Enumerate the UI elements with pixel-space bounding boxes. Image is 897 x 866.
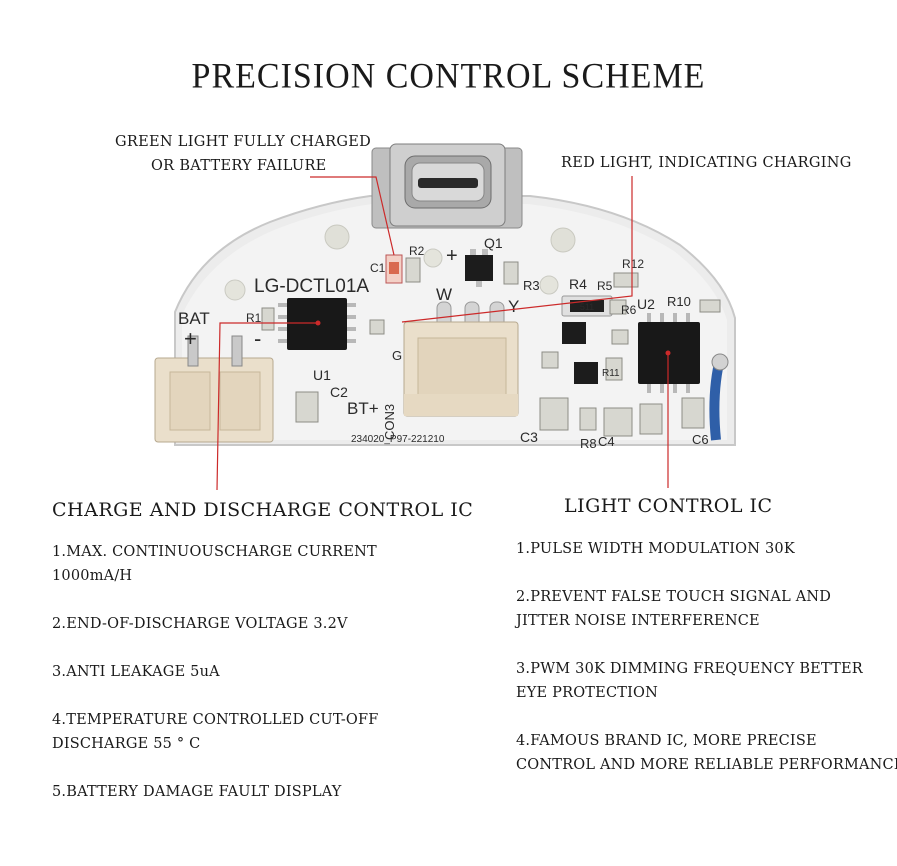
mount-pad [550, 227, 576, 253]
charge-ic-item: 5.BATTERY DAMAGE FAULT DISPLAY [52, 780, 452, 804]
charge-ic-item: 3.ANTI LEAKAGE 5uA [52, 660, 452, 684]
leader-red [401, 176, 633, 323]
u2-label: U2 [637, 296, 655, 312]
r4-label: R4 [569, 276, 587, 292]
resistor-code: 511 [580, 302, 594, 312]
transistor [562, 322, 586, 344]
q1-label: Q1 [484, 235, 503, 251]
con3-label: CON3 [382, 404, 397, 440]
r1-label: R1 [246, 311, 262, 325]
charge-ic-item: 2.END-OF-DISCHARGE VOLTAGE 3.2V [52, 612, 452, 636]
r11-label: R11 [602, 368, 620, 379]
charge-ic-item: 4.TEMPERATURE CONTROLLED CUT-OFF DISCHAR… [52, 708, 452, 756]
item-line: EYE PROTECTION [516, 685, 659, 701]
c3-label: C3 [520, 429, 538, 445]
c1-label: C1 [370, 261, 386, 275]
item-line: 5.BATTERY DAMAGE FAULT DISPLAY [52, 784, 342, 800]
light-ic-heading: LIGHT CONTROL IC [564, 495, 773, 517]
w-label: W [436, 285, 452, 304]
leader-green [310, 176, 395, 256]
item-line: JITTER NOISE INTERFERENCE [516, 613, 760, 629]
r10-label: R10 [667, 294, 691, 309]
r6-label: R6 [621, 303, 637, 317]
battery-connector [154, 335, 274, 443]
mount-pad [224, 279, 246, 301]
mount-pad [539, 275, 559, 295]
light-ic-item: 4.FAMOUS BRAND IC, MORE PRECISE CONTROL … [516, 729, 897, 777]
bat-plus-label: + [184, 326, 197, 351]
item-line: 1.PULSE WIDTH MODULATION 30K [516, 541, 795, 557]
item-line: 2.PREVENT FALSE TOUCH SIGNAL AND [516, 589, 832, 605]
light-ic-list: 1.PULSE WIDTH MODULATION 30K 2.PREVENT F… [516, 537, 897, 777]
light-connector [403, 321, 519, 417]
bt-plus-label: BT+ [347, 399, 379, 418]
wire [709, 367, 723, 441]
y-label: Y [508, 297, 519, 316]
page-title: PRECISION CONTROL SCHEME [191, 57, 706, 96]
c6-label: C6 [692, 432, 709, 447]
u1-label: U1 [313, 367, 331, 383]
usb-c-connector [371, 143, 523, 229]
transistor [574, 362, 598, 384]
item-line: CONTROL AND MORE RELIABLE PERFORMANCE [516, 757, 897, 773]
r12-label: R12 [622, 257, 644, 271]
item-line: 4.FAMOUS BRAND IC, MORE PRECISE [516, 733, 817, 749]
transistor-q1 [465, 255, 493, 281]
board-model-label: LG-DCTL01A [254, 276, 369, 297]
mount-pad [324, 224, 350, 250]
pcb-board-illustration: 511 [154, 143, 736, 491]
plus-label: + [446, 245, 458, 267]
leader-charge-ic [216, 322, 318, 491]
red-light-callout: RED LIGHT, INDICATING CHARGING [561, 155, 852, 171]
r8-label: R8 [580, 436, 597, 451]
bat-minus-label: - [254, 326, 261, 351]
item-line: DISCHARGE 55 ° C [52, 736, 201, 752]
bat-label: BAT [178, 309, 210, 328]
item-line: 3.ANTI LEAKAGE 5uA [52, 664, 220, 680]
light-ic-item: 1.PULSE WIDTH MODULATION 30K [516, 537, 891, 561]
item-line: 2.END-OF-DISCHARGE VOLTAGE 3.2V [52, 616, 348, 632]
green-light-callout-line1: GREEN LIGHT FULLY CHARGED [115, 134, 372, 150]
r3-label: R3 [523, 278, 540, 293]
charge-ic-item: 1.MAX. CONTINUOUSCHARGE CURRENT 1000mA/H [52, 540, 452, 588]
charge-ic-heading: CHARGE AND DISCHARGE CONTROL IC [52, 499, 474, 521]
smd-components [261, 257, 721, 437]
c4-label: C4 [598, 434, 615, 449]
leader-dot [315, 320, 321, 326]
leader-dot [665, 350, 671, 356]
resistor-511: 511 [561, 295, 613, 317]
c2-label: C2 [330, 384, 348, 400]
light-ic-item: 3.PWM 30K DIMMING FREQUENCY BETTER EYE P… [516, 657, 891, 705]
r2-label: R2 [409, 244, 425, 258]
leader-lines [216, 176, 669, 491]
serial-label: 234020_P97-221210 [351, 434, 445, 445]
item-line: 1.MAX. CONTINUOUSCHARGE CURRENT 1000mA/H [52, 544, 377, 584]
g-label: G [392, 348, 402, 363]
light-ic-item: 2.PREVENT FALSE TOUCH SIGNAL AND JITTER … [516, 585, 891, 633]
item-line: 4.TEMPERATURE CONTROLLED CUT-OFF [52, 712, 379, 728]
mount-pad [423, 248, 443, 268]
charge-ic-list: 1.MAX. CONTINUOUSCHARGE CURRENT 1000mA/H… [52, 540, 452, 804]
green-light-callout-line2: OR BATTERY FAILURE [151, 158, 327, 174]
item-line: 3.PWM 30K DIMMING FREQUENCY BETTER [516, 661, 863, 677]
r5-label: R5 [597, 279, 613, 293]
